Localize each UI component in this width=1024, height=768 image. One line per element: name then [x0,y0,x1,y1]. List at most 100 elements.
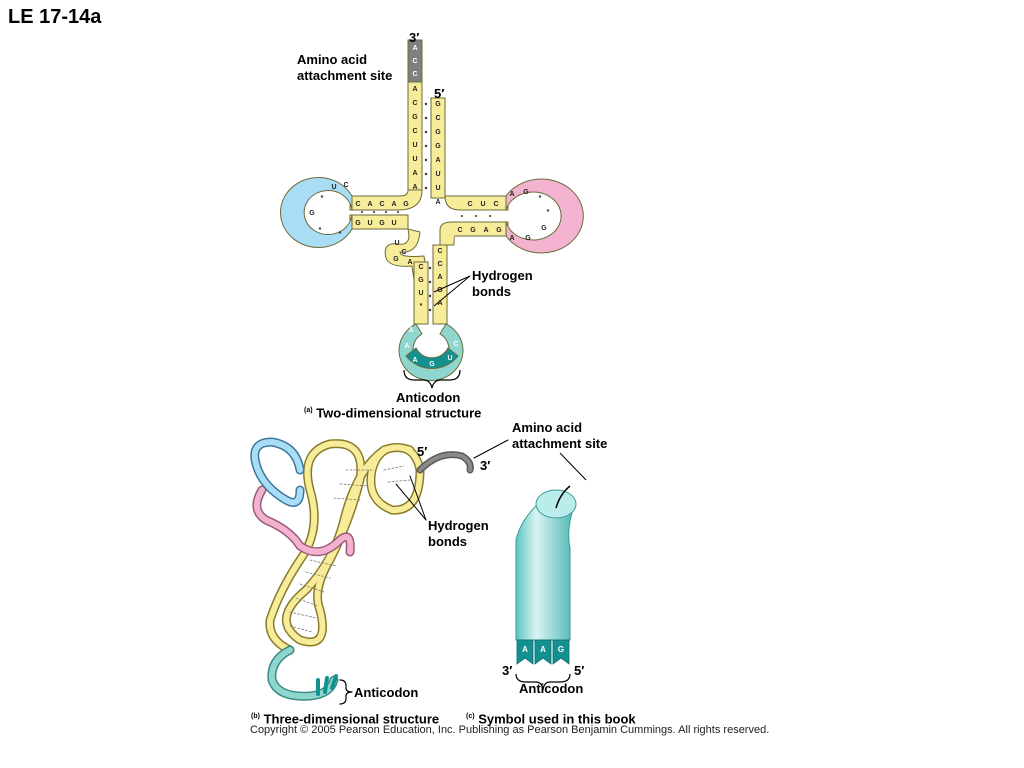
t_loop-6: A [509,235,514,242]
acceptor_left-0: A [412,86,417,93]
d_stem_top-4: G [403,201,409,208]
t_loop-1: G [523,189,529,196]
amino-acid-site-label-c: Amino acid attachment site [512,420,608,451]
symbol-top [535,489,577,519]
t_stem_bottom-1: G [470,227,476,234]
t_loop-5: G [525,235,531,242]
anticodon_stem_right-2: A [437,274,442,281]
t-stem-bottom [439,221,509,246]
acceptor_left-6: A [412,170,417,177]
d_stem_top-0: C [355,201,360,208]
variable_region-0: U [394,240,399,247]
acceptor_right-6: U [435,185,440,192]
d_stem_top-3: A [391,201,396,208]
amino-site-pointer-3d [473,439,509,459]
anticodon_loop-2: A [412,357,417,364]
t_stem_bottom-3: G [496,227,502,234]
caption-a-text: Two-dimensional structure [316,405,482,421]
anticodon-label-b: Anticodon [354,685,419,700]
acceptor_left-5: U [412,156,417,163]
symbol-anticodon-tabs [516,639,570,665]
symbol-anticodon-base-2: G [558,645,564,654]
base-pair-lines [289,465,411,633]
acceptor_left-2: G [412,114,418,121]
acceptor_left-3: C [412,128,417,135]
d_loop-5: * [339,231,342,238]
variable_region-1: C [401,249,406,256]
hydrogen-bonds-label-b: Hydrogen bonds [428,518,489,549]
copyright-notice: Copyright © 2005 Pearson Education, Inc.… [250,724,770,736]
caption-c-marker: (c) [466,713,475,720]
t_stem_bottom-0: C [457,227,462,234]
acceptor_tail-1: C [412,58,417,65]
acceptor_left-7: A [412,184,417,191]
t_loop-2: * [539,195,542,202]
anticodon_stem_right-0: C [437,248,442,255]
t_stem_top-2: C [493,201,498,208]
d_loop-2: * [321,195,324,202]
acceptor_right-0: G [435,101,441,108]
anticodon_stem_left-0: C [418,264,423,271]
caption-b: (b) Three-dimensional structure [251,709,439,727]
acceptor_right-1: C [435,115,440,122]
d_loop-0: U [331,184,336,191]
label-5prime-b: 5′ [417,444,428,459]
d_loop-3: G [309,210,315,217]
symbol-body [515,505,575,641]
hydrogen-bond-dots [361,102,491,312]
symbol-anticodon-base-0: A [522,645,528,654]
variable_region-3: A [407,259,412,266]
label-3prime-c: 3′ [502,663,513,678]
caption-b-marker: (b) [251,713,260,720]
t_loop-3: * [547,209,550,216]
symbol-anticodon-brace [515,673,571,691]
acceptor-tail-3d-inner [418,452,473,472]
d_stem_bottom-2: G [379,220,385,227]
anticodon_stem_left-1: G [418,277,424,284]
t_stem_top-1: U [480,201,485,208]
acceptor_right-3: G [435,143,441,150]
acceptor_right-7: A [435,199,440,206]
t_loop-4: G [541,225,547,232]
ribbon-pink [253,487,354,555]
acceptor_left-1: C [412,100,417,107]
hbond-pointer-1 [433,275,471,293]
acceptor_right-4: A [435,157,440,164]
hbond-pointer-3d-1 [395,483,427,521]
amino-acid-site-label-a: Amino acid attachment site [297,52,393,83]
variable_region-2: G [393,256,399,263]
ribbon-blue [251,439,303,506]
label-3prime-b: 3′ [480,458,491,473]
anticodon_stem_right-3: G [437,287,443,294]
anticodon-label-a: Anticodon [396,390,461,405]
label-3prime-a: 3′ [409,30,420,45]
anticodon_stem_right-1: C [437,261,442,268]
acceptor_tail-0: A [412,45,417,52]
caption-c-text: Symbol used in this book [478,711,636,727]
d-stem-top [349,189,423,211]
acceptor_tail-2: C [412,71,417,78]
t_loop-0: A [509,191,514,198]
d_stem_top-1: A [367,201,372,208]
anticodon-stem-left [413,261,429,325]
hbond-pointer-2 [433,275,471,307]
amino-site-pointer-c [559,452,587,481]
ribbon-yellow [266,440,423,653]
anticodon_loop-5: C [453,341,458,348]
d_stem_bottom-0: G [355,220,361,227]
symbol-attachment-stub [555,485,571,509]
anticodon_loop-1: A [404,343,409,350]
d_loop-4: * [319,227,322,234]
anticodon_loop-0: A [408,327,413,334]
acceptor_left-4: U [412,142,417,149]
caption-c: (c) Symbol used in this book [466,709,636,727]
hydrogen-bonds-label-a: Hydrogen bonds [472,268,533,299]
acceptor_right-2: G [435,129,441,136]
d_stem_top-2: C [379,201,384,208]
anticodon_stem_right-4: A [437,300,442,307]
anticodon-brace-3d [339,679,353,705]
caption-b-text: Three-dimensional structure [263,711,440,727]
